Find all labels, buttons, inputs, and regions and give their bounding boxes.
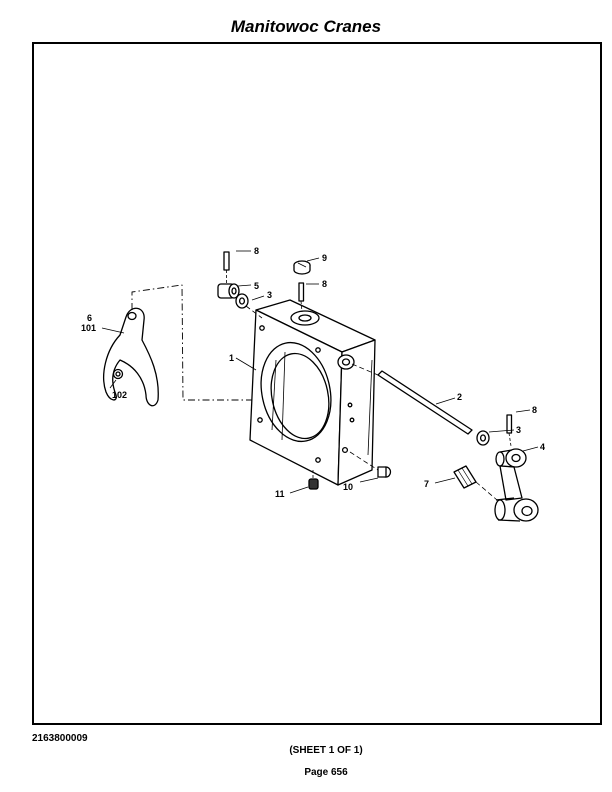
callout-8-right: 8 xyxy=(532,405,537,415)
plug-part-10 xyxy=(349,451,392,478)
washer-part-3b xyxy=(476,430,490,446)
callout-6: 6 xyxy=(87,313,92,323)
lever-part-4 xyxy=(494,448,539,522)
callout-3-right: 3 xyxy=(516,425,521,435)
callout-labels: 8 5 3 9 8 1 2 8 3 4 6 101 102 7 10 11 xyxy=(81,246,545,499)
callout-2: 2 xyxy=(457,392,462,402)
sheet-indicator: (SHEET 1 OF 1) xyxy=(289,745,363,756)
callout-9: 9 xyxy=(322,253,327,263)
callout-8-top: 8 xyxy=(254,246,259,256)
pin-part-mid xyxy=(298,282,305,313)
page-title: Manitowoc Cranes xyxy=(230,17,382,36)
callout-4: 4 xyxy=(540,442,545,452)
callout-101: 101 xyxy=(81,323,96,333)
document-number: 2163800009 xyxy=(32,733,88,744)
pin-part-right xyxy=(506,414,513,447)
callout-11: 11 xyxy=(275,489,285,499)
shaft-part-2 xyxy=(351,363,473,435)
washer-part-3a xyxy=(235,293,249,309)
callout-1: 1 xyxy=(229,353,234,363)
callout-3-left: 3 xyxy=(267,290,272,300)
pin-part-top xyxy=(223,251,230,283)
shift-fork-part xyxy=(103,307,159,407)
plug-part-9 xyxy=(293,260,311,275)
callout-102: 102 xyxy=(112,390,127,400)
set-screw-part-7 xyxy=(453,465,498,501)
plug-part-11 xyxy=(308,470,319,490)
callout-8-mid: 8 xyxy=(322,279,327,289)
collar-part-5 xyxy=(217,283,240,299)
page-number: Page 656 xyxy=(304,767,348,778)
callout-10: 10 xyxy=(343,482,353,492)
callout-5: 5 xyxy=(254,281,259,291)
housing-part xyxy=(249,299,376,486)
drawing-frame xyxy=(32,42,602,725)
callout-7: 7 xyxy=(424,479,429,489)
